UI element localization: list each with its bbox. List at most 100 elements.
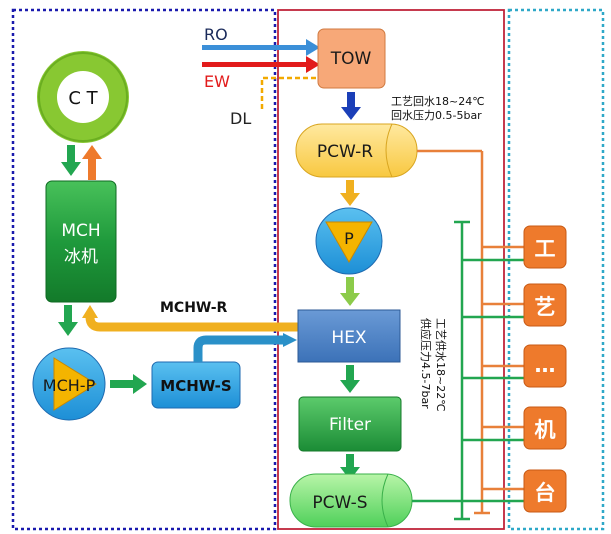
dl-label: DL — [230, 109, 251, 128]
arrow-shaft — [346, 365, 354, 381]
ro-input: RO — [202, 25, 320, 56]
down-arrow-shaft — [67, 145, 75, 163]
mchw-s-to-hex-pipe — [193, 333, 297, 362]
middle-region-border — [277, 9, 505, 530]
hex-to-filter-arrow — [340, 365, 360, 393]
arrow-head — [58, 322, 78, 336]
tool-boxes: 工 艺 … 机 台 — [523, 225, 567, 513]
tool-box-bg — [523, 406, 567, 450]
pipe-head — [283, 333, 297, 347]
pipe — [193, 335, 284, 362]
pcw-s-tank: PCW-S — [289, 473, 413, 528]
mch-chiller: MCH 冰机 — [45, 180, 117, 303]
pump-to-hex-arrow — [340, 277, 360, 306]
ct-center — [57, 71, 109, 123]
tool-box-bg — [523, 225, 567, 269]
hex-label: HEX — [331, 328, 367, 348]
ct-ring-edge — [38, 52, 128, 142]
up-arrow-head — [82, 145, 102, 159]
mch-pump-triangle — [53, 357, 97, 411]
tool-box-label: 台 — [535, 481, 556, 505]
tool-box-label: 工 — [535, 237, 556, 261]
down-arrow-head — [61, 162, 81, 176]
tool-box-3: … — [523, 344, 567, 388]
filter-box — [298, 396, 402, 452]
tool-box-bg — [523, 283, 567, 327]
mchw-r-label: MCHW-R — [160, 300, 228, 316]
ro-arrow-head — [306, 39, 320, 56]
tool-box-4: 机 — [523, 406, 567, 450]
cooling-tower-ct: C T — [37, 51, 129, 143]
pcw-r-label: PCW-R — [317, 142, 373, 162]
filter-label: Filter — [329, 415, 371, 435]
arrow-head — [340, 193, 360, 206]
pcw-s-supply-piping — [412, 220, 524, 521]
mchw-s-node: MCHW-S — [151, 361, 241, 409]
dl-output: DL — [230, 76, 316, 128]
tow-box — [317, 28, 386, 89]
up-arrow-shaft — [88, 158, 96, 180]
tool-box-bg — [523, 344, 567, 388]
ew-arrow-shaft — [202, 62, 308, 67]
mch-pump: MCH-P — [32, 347, 106, 421]
arrow-shaft — [347, 92, 355, 108]
arrow-shaft — [110, 380, 134, 388]
left-region-border — [11, 8, 277, 531]
mch-label-line2: 冰机 — [64, 247, 98, 267]
pcw-s-label: PCW-S — [312, 493, 367, 513]
ro-arrow-shaft — [202, 45, 308, 50]
arrow-shaft — [346, 277, 354, 294]
mch-label-line1: MCH — [61, 221, 100, 241]
tool-box-bg — [523, 469, 567, 513]
pipe-head — [82, 305, 98, 318]
ct-label: C T — [68, 88, 98, 109]
mchw-r-pipe: MCHW-R — [82, 300, 298, 332]
arrow-shaft — [64, 305, 72, 323]
ew-label: EW — [204, 72, 230, 91]
mch-to-pump-arrow — [58, 305, 78, 336]
arrow-head — [341, 107, 361, 120]
right-region-border — [507, 8, 605, 531]
pipe — [85, 316, 298, 332]
tool-box-1: 工 — [523, 225, 567, 269]
mch-pump-label: MCH-P — [43, 376, 96, 395]
arrow-head — [340, 293, 360, 306]
pcw-r-return-piping — [417, 149, 524, 515]
pcwr-to-pump-arrow — [340, 180, 360, 206]
dl-dashed-line — [260, 76, 316, 110]
ew-input: EW — [202, 56, 320, 91]
supply-annotation: 工艺供水18~22℃ 供应压力4.5-7bar — [419, 318, 448, 412]
process-pump: P — [315, 207, 383, 275]
tool-box-5: 台 — [523, 469, 567, 513]
pcw-s-cap-line — [381, 473, 389, 528]
pcw-r-tank: PCW-R — [295, 123, 418, 178]
ct-mch-arrows — [61, 145, 102, 180]
pump-triangle — [325, 221, 373, 264]
arrow-head — [340, 380, 360, 393]
pump-label: P — [344, 229, 354, 248]
filter-unit: Filter — [298, 396, 402, 452]
tool-box-2: 艺 — [523, 283, 567, 327]
return-annotation-line2: 回水压力0.5-5bar — [391, 109, 482, 122]
supply-annotation-line1: 工艺供水18~22℃ — [434, 318, 448, 412]
return-annotation-line1: 工艺回水18~24℃ — [391, 95, 485, 108]
tow-to-pcwr-arrow — [341, 92, 361, 120]
pcw-r-cap-line — [385, 123, 393, 178]
hex-box — [297, 309, 401, 363]
tool-box-label: 艺 — [535, 295, 556, 319]
tow-label: TOW — [330, 49, 372, 69]
mch-box — [45, 180, 117, 303]
arrow-head — [133, 374, 147, 394]
mchw-s-label: MCHW-S — [160, 377, 231, 395]
hex-exchanger: HEX — [297, 309, 401, 363]
pump-to-mchws-arrow — [110, 374, 147, 394]
tool-box-label: 机 — [535, 418, 556, 442]
ro-label: RO — [204, 25, 228, 44]
ew-arrow-head — [306, 56, 320, 73]
tow-tank: TOW — [317, 28, 386, 89]
arrow-shaft — [346, 454, 354, 468]
tool-box-label: … — [535, 353, 556, 377]
arrow-shaft — [346, 180, 354, 194]
